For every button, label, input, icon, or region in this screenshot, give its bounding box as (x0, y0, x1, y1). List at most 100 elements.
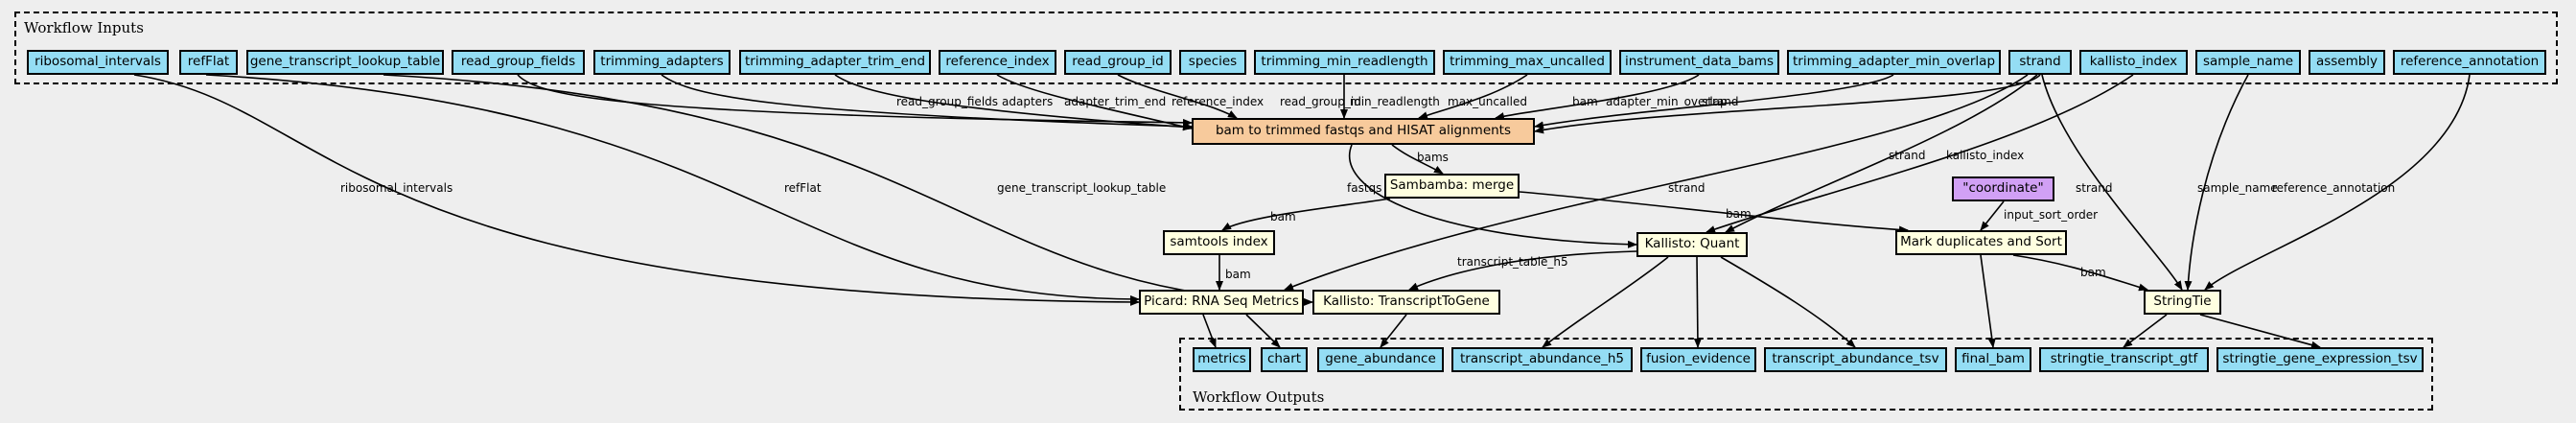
input-ribosomal-intervals[interactable]: ribosomal_intervals (27, 50, 169, 75)
edge-reference-annotation-label: reference_annotation (2272, 181, 2395, 195)
output-final-bam[interactable]: final_bam (1955, 347, 2031, 372)
edge-read-group-id-label: read_group_id (1280, 95, 1361, 108)
input-read-group-id[interactable]: read_group_id (1064, 50, 1172, 75)
edge-bams (1391, 144, 1444, 175)
edge-markdup-stringtie-label: bam (2080, 266, 2106, 279)
edge-coordinate-label: input_sort_order (2004, 208, 2098, 222)
input-read-group-fields[interactable]: read_group_fields (452, 50, 585, 75)
edge-strand-trim-label: strand (1702, 95, 1738, 108)
input-reference-index[interactable]: reference_index (939, 50, 1056, 75)
edge-stringtie-gene-expression (2199, 314, 2321, 349)
workflow-inputs-title: Workflow Inputs (24, 19, 144, 36)
edge-transcript-table-h5 (1408, 250, 1637, 291)
edge-bam-input (1495, 74, 1700, 120)
output-gene-abundance[interactable]: gene_abundance (1317, 347, 1444, 372)
edge-ribosomal-intervals (133, 74, 1140, 306)
step-mark-duplicates-and-sort[interactable]: Mark duplicates and Sort (1895, 230, 2067, 255)
edge-merge-markdup (1519, 191, 1909, 234)
input-trimming-adapter-trim-end[interactable]: trimming_adapter_trim_end (739, 50, 931, 75)
input-trimming-adapters[interactable]: trimming_adapters (593, 50, 731, 75)
input-assembly[interactable]: assembly (2309, 50, 2385, 75)
edge-adapters (661, 74, 1193, 130)
edge-reference-index (996, 74, 1193, 130)
output-stringtie-transcript-gtf[interactable]: stringtie_transcript_gtf (2039, 347, 2209, 372)
edge-sample-name-label: sample_name (2197, 181, 2278, 195)
output-chart[interactable]: chart (1261, 347, 1308, 372)
edge-transcript-table-h5-label: transcript_table_h5 (1457, 255, 1568, 269)
input-trimming-min-readlength[interactable]: trimming_min_readlength (1254, 50, 1435, 75)
edge-coordinate (1980, 200, 2005, 231)
edge-adapters-label: adapters (1002, 95, 1053, 108)
edge-stringtie-gtf (2123, 314, 2168, 348)
edge-gene-transcript-lookup-label: gene_transcript_lookup_table (997, 181, 1166, 195)
input-refflat[interactable]: refFlat (179, 50, 238, 75)
edge-merge-samtools-label: bam (1270, 210, 1296, 223)
edge-kallisto-index (1706, 74, 2134, 233)
step-kallisto-transcripttogene[interactable]: Kallisto: TranscriptToGene (1312, 290, 1500, 315)
edge-picard-chart (1245, 314, 1281, 348)
step-picard-rna-seq-metrics[interactable]: Picard: RNA Seq Metrics (1139, 290, 1304, 315)
step-bam-to-trimmed-fastqs-hisat[interactable]: bam to trimmed fastqs and HISAT alignmen… (1192, 118, 1535, 145)
input-reference-annotation[interactable]: reference_annotation (2393, 50, 2546, 75)
output-transcript-abundance-h5[interactable]: transcript_abundance_h5 (1451, 347, 1633, 372)
step-kallisto-quant[interactable]: Kallisto: Quant (1636, 232, 1748, 257)
edge-quant-fusion (1693, 256, 1702, 348)
workflow-outputs-title: Workflow Outputs (1193, 388, 1325, 406)
edge-read-group-fields (517, 74, 1193, 127)
edge-strand-stringtie-label: strand (2076, 181, 2112, 195)
edge-min-readlength-label: min_readlength (1350, 95, 1440, 108)
edge-merge-markdup-label: bam (1726, 207, 1752, 221)
edge-fastqs-label: fastqs (1347, 181, 1381, 195)
edge-strand-quant-label: strand (1889, 149, 1925, 162)
input-species[interactable]: species (1179, 50, 1246, 75)
edge-samtools-picard-label: bam (1225, 268, 1251, 281)
input-kallisto-index[interactable]: kallisto_index (2079, 50, 2188, 75)
edge-strand-picard-label: strand (1668, 181, 1705, 195)
output-metrics[interactable]: metrics (1193, 347, 1251, 372)
workflow-outputs-cluster (1179, 338, 2433, 411)
output-transcript-abundance-tsv[interactable]: transcript_abundance_tsv (1764, 347, 1947, 372)
output-fusion-evidence[interactable]: fusion_evidence (1640, 347, 1756, 372)
edge-strand-trim (1534, 74, 2041, 134)
input-gene-transcript-lookup-table[interactable]: gene_transcript_lookup_table (246, 50, 444, 75)
edge-reference-index-label: reference_index (1172, 95, 1264, 108)
edge-adapter-min-overlap-label: adapter_min_overlap (1606, 95, 1728, 108)
edge-reference-annotation (2204, 74, 2471, 291)
edge-max-uncalled (1418, 74, 1528, 120)
input-sample-name[interactable]: sample_name (2195, 50, 2301, 75)
edge-merge-samtools (1221, 198, 1391, 231)
edge-max-uncalled-label: max_uncalled (1448, 95, 1527, 108)
edge-adapter-trim-end (834, 74, 1193, 131)
edge-ribosomal-intervals-label: ribosomal_intervals (340, 181, 453, 195)
input-strand[interactable]: strand (2008, 50, 2072, 75)
edge-refflat (205, 74, 1140, 303)
edge-refflat-label: refFlat (784, 181, 822, 195)
input-trimming-adapter-min-overlap[interactable]: trimming_adapter_min_overlap (1787, 50, 2001, 75)
edge-bams-label: bams (1417, 151, 1449, 164)
edge-read-group-id (1117, 74, 1238, 119)
edge-gene-transcript-lookup (383, 74, 1313, 306)
step-samtools-index[interactable]: samtools index (1163, 230, 1275, 255)
edge-strand-stringtie (2041, 74, 2183, 291)
edge-sample-name (2184, 74, 2249, 291)
edge-kallisto-index-label: kallisto_index (1946, 149, 2024, 162)
edge-read-group-fields-label: read_group_fields (896, 95, 998, 108)
workflow-inputs-cluster (14, 12, 2558, 84)
input-trimming-max-uncalled[interactable]: trimming_max_uncalled (1443, 50, 1612, 75)
edge-adapter-min-overlap (1534, 74, 1894, 129)
edge-strand-picard (1284, 74, 2029, 291)
param-coordinate[interactable]: "coordinate" (1952, 176, 2054, 201)
edge-quant-tsv (1720, 256, 1856, 348)
edge-fastqs (1349, 144, 1637, 248)
step-stringtie[interactable]: StringTie (2144, 290, 2221, 315)
edge-picard-metrics (1202, 314, 1217, 348)
input-instrument-data-bams[interactable]: instrument_data_bams (1619, 50, 1779, 75)
step-sambamba-merge[interactable]: Sambamba: merge (1384, 174, 1520, 199)
edge-markdup-stringtie (2012, 254, 2148, 292)
edge-bam-input-label: bam (1572, 95, 1598, 108)
edge-markdup-final-bam (1980, 254, 1996, 348)
output-stringtie-gene-expression-tsv[interactable]: stringtie_gene_expression_tsv (2216, 347, 2424, 372)
edge-quant-h5 (1542, 256, 1669, 348)
